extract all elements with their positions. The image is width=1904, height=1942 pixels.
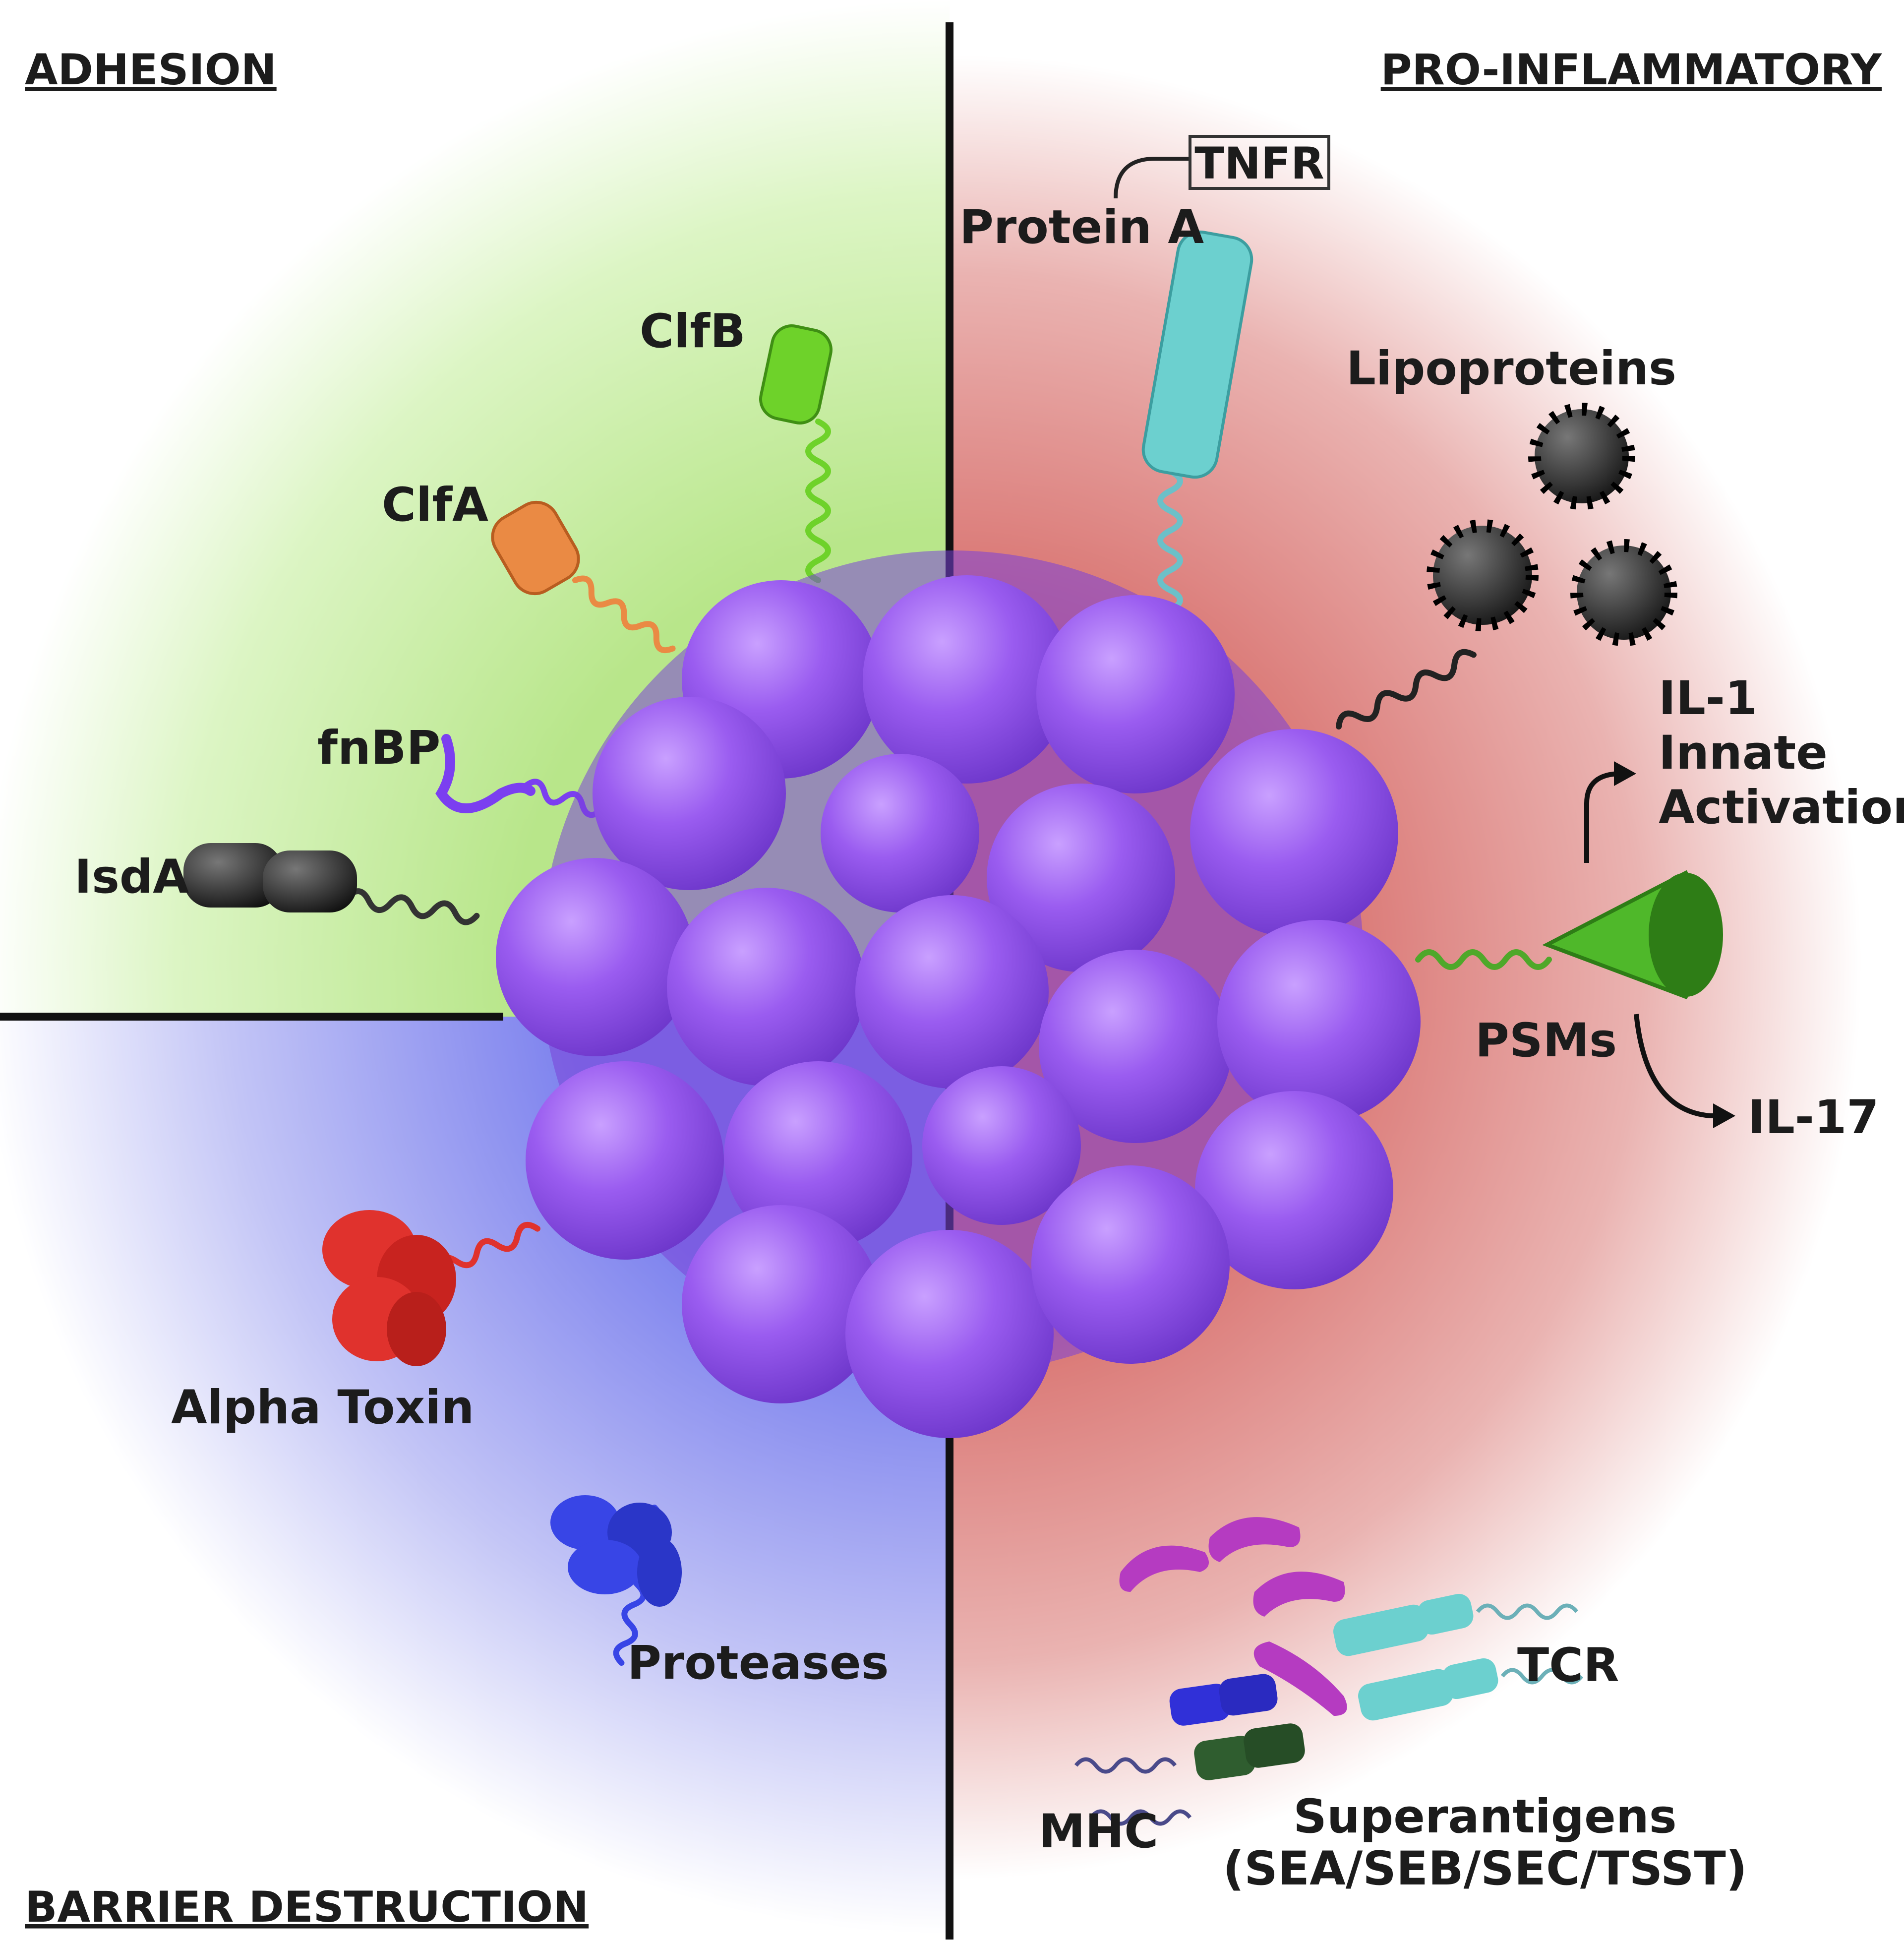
- isda-label: IsdA: [74, 850, 189, 904]
- psms-label: PSMs: [1475, 1014, 1617, 1068]
- protein-a-tnfr-connector: [1114, 157, 1190, 199]
- mhc-proteins: [1169, 1674, 1305, 1780]
- clfa-tether: [572, 575, 676, 654]
- tcr-label: TCR: [1517, 1639, 1619, 1693]
- mhc-tethers: [1074, 1757, 1192, 1826]
- fnbp-label: fnBP: [317, 721, 440, 775]
- protein-a-protein: [1141, 230, 1253, 479]
- proteases-label: Proteases: [627, 1636, 889, 1690]
- superantigens-types-label: (SEA/SEB/SEC/TSST): [1223, 1842, 1747, 1896]
- pro-inflammatory-heading: PRO-INFLAMMATORY: [1381, 45, 1883, 95]
- lipoprotein-particles: [1427, 403, 1677, 646]
- proteases-protein: [550, 1495, 682, 1607]
- tnfr-box: [1189, 135, 1330, 190]
- lipoproteins-label: Lipoproteins: [1346, 342, 1676, 396]
- fnbp-protein: [435, 734, 536, 813]
- lipoprotein-tether: [1336, 649, 1477, 729]
- barrier-destruction-heading: BARRIER DESTRUCTION: [25, 1882, 589, 1932]
- alpha-toxin-label: Alpha Toxin: [171, 1381, 474, 1435]
- clfb-tether: [805, 419, 831, 583]
- isda-protein: [183, 843, 357, 912]
- clfb-label: ClfB: [640, 304, 746, 359]
- bacterial-cell-cluster: [496, 550, 1421, 1438]
- il17-arrow: [1634, 1014, 1721, 1118]
- superantigens-label: Superantigens: [1293, 1790, 1676, 1844]
- isda-tether: [344, 888, 480, 925]
- tcr-tethers: [1476, 1603, 1584, 1685]
- clfa-protein: [491, 500, 580, 596]
- alpha-toxin-protein: [322, 1210, 456, 1366]
- psm-opening: [1649, 873, 1723, 997]
- adhesion-heading: ADHESION: [25, 45, 277, 95]
- il1-label: IL-1: [1659, 671, 1757, 726]
- tnfr-label: TNFR: [1194, 138, 1324, 189]
- protein-a-tether: [1157, 468, 1183, 613]
- clfa-label: ClfA: [382, 478, 488, 532]
- protein-a-label: Protein A: [959, 200, 1204, 254]
- il17-label: IL-17: [1748, 1091, 1879, 1145]
- clfb-protein: [759, 324, 833, 425]
- superantigen-proteins: [1119, 1517, 1347, 1716]
- tcr-proteins: [1333, 1593, 1498, 1721]
- activation-label: Activation: [1659, 781, 1904, 835]
- innate-label: Innate: [1659, 726, 1828, 780]
- il17-arrowhead: [1713, 1103, 1735, 1128]
- mhc-label: MHC: [1039, 1805, 1158, 1859]
- psm-tether: [1415, 949, 1552, 970]
- alpha-toxin-tether: [433, 1221, 540, 1273]
- il1-arrowhead: [1614, 761, 1636, 786]
